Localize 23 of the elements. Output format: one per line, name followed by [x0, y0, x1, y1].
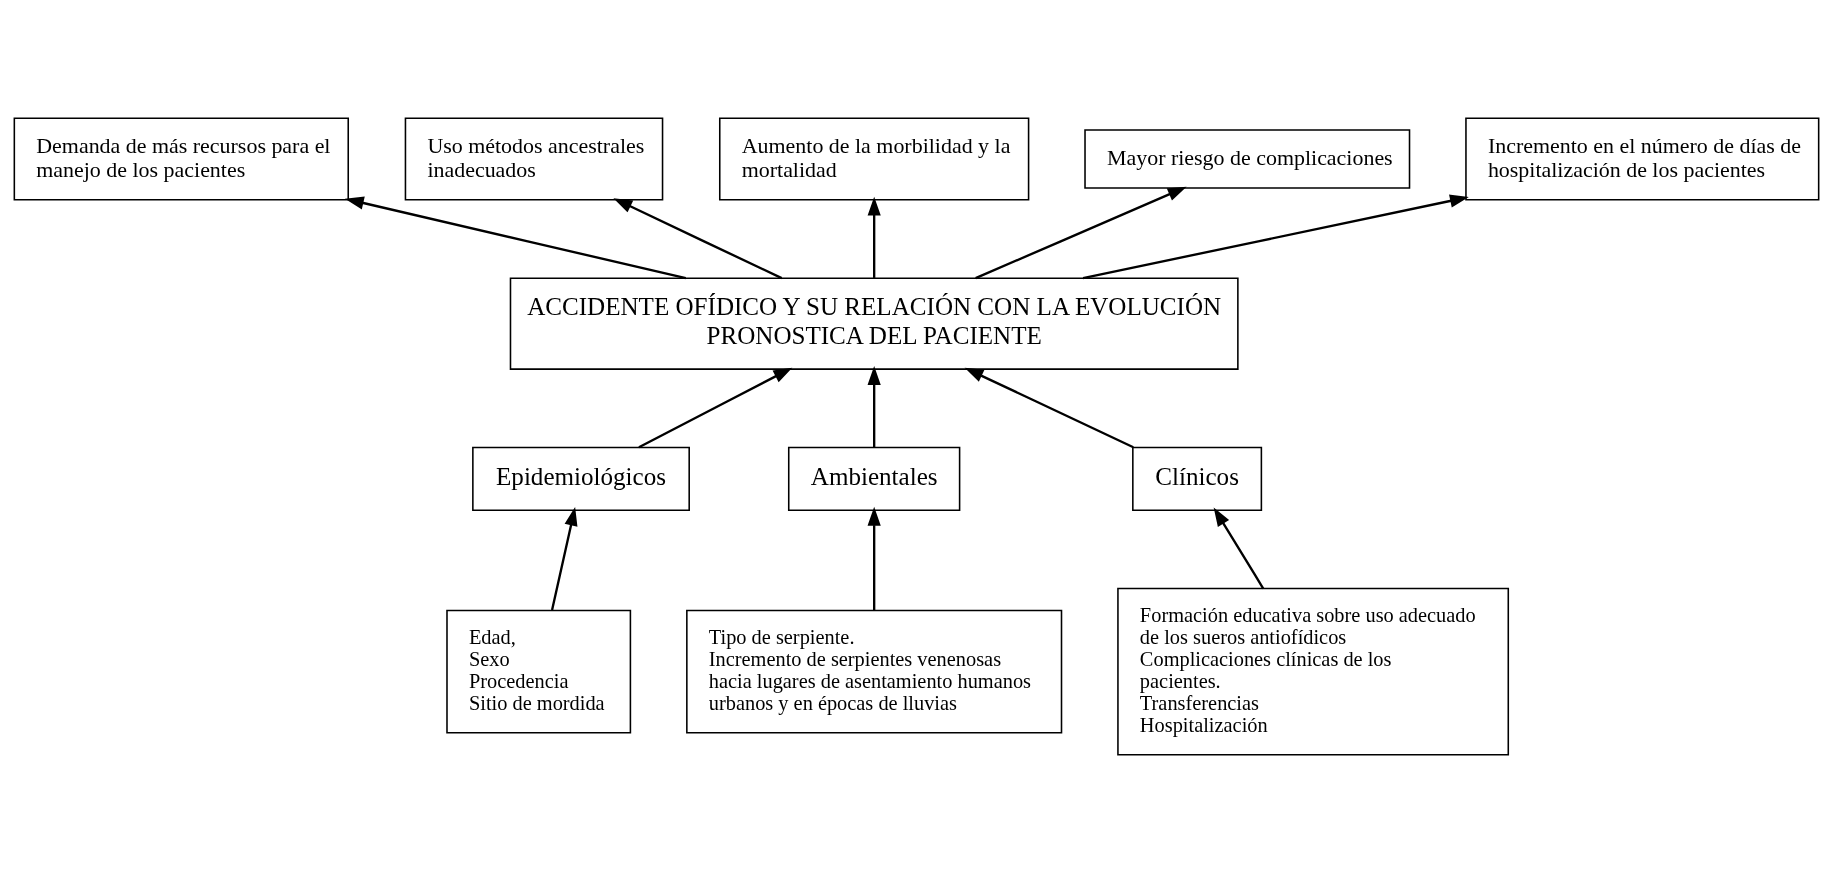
- arrow: [867, 366, 881, 448]
- node-box: Incremento en el número de días de hospitalización de los pacientes: [1465, 117, 1820, 201]
- node-box: Uso métodos ancestrales inadecuados: [404, 117, 664, 201]
- node-box: Mayor riesgo de complicaciones: [1084, 129, 1411, 189]
- arrow: [1213, 507, 1265, 590]
- arrow: [964, 367, 1134, 449]
- arrow: [867, 506, 881, 611]
- node-box: Edad, Sexo Procedencia Sitio de mordida: [446, 609, 632, 734]
- node-box: Aumento de la morbilidad y la mortalidad: [718, 117, 1030, 201]
- arrow: [613, 198, 783, 280]
- node-box: Demanda de más recursos para el manejo de los pacientes: [13, 117, 349, 201]
- arrow: [550, 506, 578, 611]
- node-box: Formación educativa sobre uso adecuado de los sueros antiofídicos Complicaciones clínicas de los pacientes. Transferencias Hospitalización: [1117, 587, 1510, 756]
- arrow: [638, 367, 793, 449]
- node-box: Epidemiológicos: [472, 446, 690, 511]
- node-box: Clínicos: [1132, 446, 1263, 511]
- arrow: [1082, 194, 1469, 280]
- arrow: [975, 186, 1187, 280]
- node-box: Ambientales: [787, 446, 961, 511]
- arrow: [867, 196, 881, 278]
- node-box: ACCIDENTE OFÍDICO Y SU RELACIÓN CON LA EVOLUCIÓN PRONOSTICA DEL PACIENTE: [509, 277, 1239, 370]
- arrow: [344, 196, 687, 280]
- node-box: Tipo de serpiente. Incremento de serpientes venenosas hacia lugares de asentamiento humanos urbanos y en épocas de lluvias: [686, 609, 1063, 734]
